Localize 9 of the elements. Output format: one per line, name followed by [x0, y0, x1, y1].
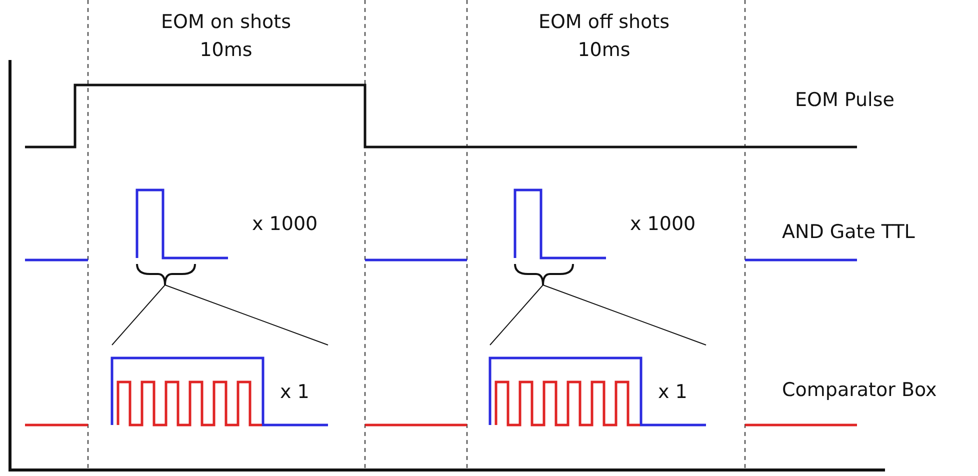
repeat-count: x 1000 [630, 212, 696, 237]
column-heading: EOM off shots 10ms [537, 10, 671, 63]
row-label: EOM Pulse [795, 88, 894, 113]
repeat-count: x 1 [658, 380, 688, 405]
column-heading: EOM on shots 10ms [160, 10, 292, 63]
row-label: AND Gate TTL [782, 220, 915, 245]
row-label: Comparator Box [782, 378, 937, 403]
repeat-count: x 1000 [252, 212, 318, 237]
repeat-count: x 1 [280, 380, 310, 405]
